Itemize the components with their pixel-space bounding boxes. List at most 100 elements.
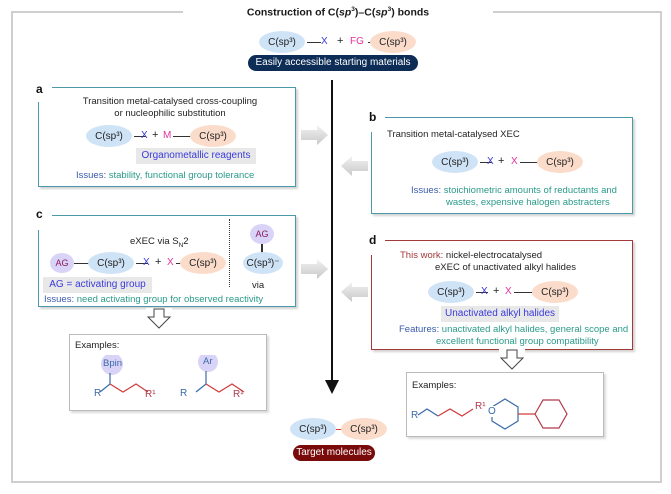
csp3-left-ellipse: C(sp³) [88, 252, 134, 274]
r-label: R [411, 410, 419, 421]
x2-label: X [505, 286, 512, 297]
fg-label: FG [350, 36, 364, 47]
side-ag-ellipse: AG [250, 224, 274, 244]
right-arrow-c-to-d [301, 259, 328, 279]
left-arrow-d [341, 282, 368, 302]
plus-sign: + [493, 285, 500, 297]
title-background-wide [183, 2, 493, 20]
csp3-right-ellipse: C(sp³) [190, 125, 236, 147]
m-label: M [163, 130, 172, 141]
panel-d [371, 240, 633, 350]
oxygen-label: O [487, 406, 497, 417]
x2-label: X [511, 156, 518, 167]
starting-materials-banner: Easily accessible starting materials [248, 55, 418, 71]
via-label: via [252, 280, 265, 291]
chain-bonds-red [437, 408, 474, 417]
bond [134, 136, 146, 137]
csp3-left-ellipse: C(sp³) [290, 418, 336, 440]
panel-d-label: d [369, 233, 377, 247]
example-molecules-d [417, 398, 568, 430]
down-arrow-c [146, 308, 172, 329]
bond [99, 383, 111, 393]
chain-bonds [109, 383, 149, 393]
csp3-right-ellipse: C(sp³) [532, 281, 578, 303]
ag-ellipse: AG [50, 253, 74, 273]
target-molecules-banner: Target molecules [293, 445, 375, 461]
csp3-right-ellipse: C(sp³) [370, 31, 416, 53]
examples-box-d [406, 372, 604, 437]
plus-sign: + [155, 256, 162, 268]
carbanion-ellipse: C(sp³)⁻ [243, 252, 283, 274]
panel-c-gap-left [36, 212, 40, 230]
activating-group-definition: AG = activating group [43, 277, 152, 293]
x-label: X [487, 156, 494, 167]
panel-d-gap [369, 237, 385, 243]
panel-c-label: c [36, 207, 43, 221]
panel-a-label: a [36, 82, 43, 96]
panel-b-issues: Issues: stoichiometric amounts of reduct… [411, 185, 617, 208]
bond [307, 42, 321, 43]
bond [476, 292, 488, 293]
bond [195, 383, 207, 393]
panel-b-title: Transition metal-catalysed XEC [387, 129, 520, 140]
down-arrow-d [499, 349, 525, 370]
panel-b-label: b [369, 110, 377, 124]
csp3-right-ellipse: C(sp³) [537, 151, 583, 173]
panel-c-gap [36, 212, 52, 218]
panel-a-issues: Issues: stability, functional group tole… [76, 170, 255, 181]
panel-c-title: eXEC via SN2 [130, 236, 189, 249]
panel-a-gap-left [36, 84, 40, 102]
plus-sign: + [498, 155, 505, 167]
examples-title: Examples: [412, 380, 457, 391]
ar-label: Ar [203, 356, 213, 367]
bond [136, 263, 148, 264]
r1-label: R¹ [475, 401, 486, 412]
x-label: X [143, 257, 150, 268]
csp3-right-ellipse: C(sp³) [341, 418, 387, 440]
organometallic-reagents-label: Organometallic reagents [136, 148, 256, 164]
r-label: R [94, 388, 102, 399]
r1-label: R¹ [145, 389, 156, 400]
bond [520, 162, 540, 163]
panel-c-issues: Issues: need activating group for observ… [44, 294, 264, 305]
panel-b [371, 117, 633, 214]
chain-bonds [205, 383, 245, 393]
cyclohexane-ring [534, 399, 568, 429]
x-label: X [141, 130, 148, 141]
panel-d-title: This work: nickel-electrocatalysed eXEC … [400, 250, 576, 273]
vertical-bond [261, 244, 263, 254]
panel-a [38, 87, 296, 187]
r1-label: R¹ [233, 389, 244, 400]
main-arrow-head [325, 380, 339, 394]
main-arrow-shaft [331, 80, 333, 385]
right-arrow-a-to-b [301, 125, 328, 145]
bpin-highlight [101, 355, 123, 375]
plus-sign: + [152, 129, 159, 141]
x2-label: X [167, 257, 174, 268]
csp3-left-ellipse: C(sp³) [432, 151, 478, 173]
ar-highlight [198, 355, 218, 372]
r-label: R [180, 388, 188, 399]
examples-title: Examples: [75, 340, 120, 351]
examples-box-c [69, 334, 267, 411]
panel-d-features: Features: unactivated alkyl halides, gen… [399, 324, 629, 347]
figure-title: Construction of C(sp3)–C(sp3) bonds [246, 6, 430, 19]
example-molecules-c [99, 355, 245, 393]
panel-b-gap [369, 114, 385, 120]
bpin-label: Bpin [103, 358, 123, 369]
bond [74, 263, 90, 264]
oxane-ring [491, 398, 519, 430]
panel-a-gap [36, 84, 52, 90]
csp3-left-ellipse: C(sp³) [86, 125, 132, 147]
bond [173, 136, 193, 137]
bond [514, 292, 536, 293]
csp3-left-ellipse: C(sp³) [428, 281, 474, 303]
left-arrow-b-to-c [341, 156, 368, 176]
chain-bonds-blue [417, 408, 439, 417]
csp3-right-ellipse: C(sp³) [180, 252, 226, 274]
panel-b-gap-left [369, 114, 373, 132]
bond [480, 162, 492, 163]
csp3-left-ellipse: C(sp³) [259, 31, 305, 53]
x-label: X [481, 286, 488, 297]
unactivated-alkyl-halides-label: Unactivated alkyl halides [441, 306, 559, 322]
